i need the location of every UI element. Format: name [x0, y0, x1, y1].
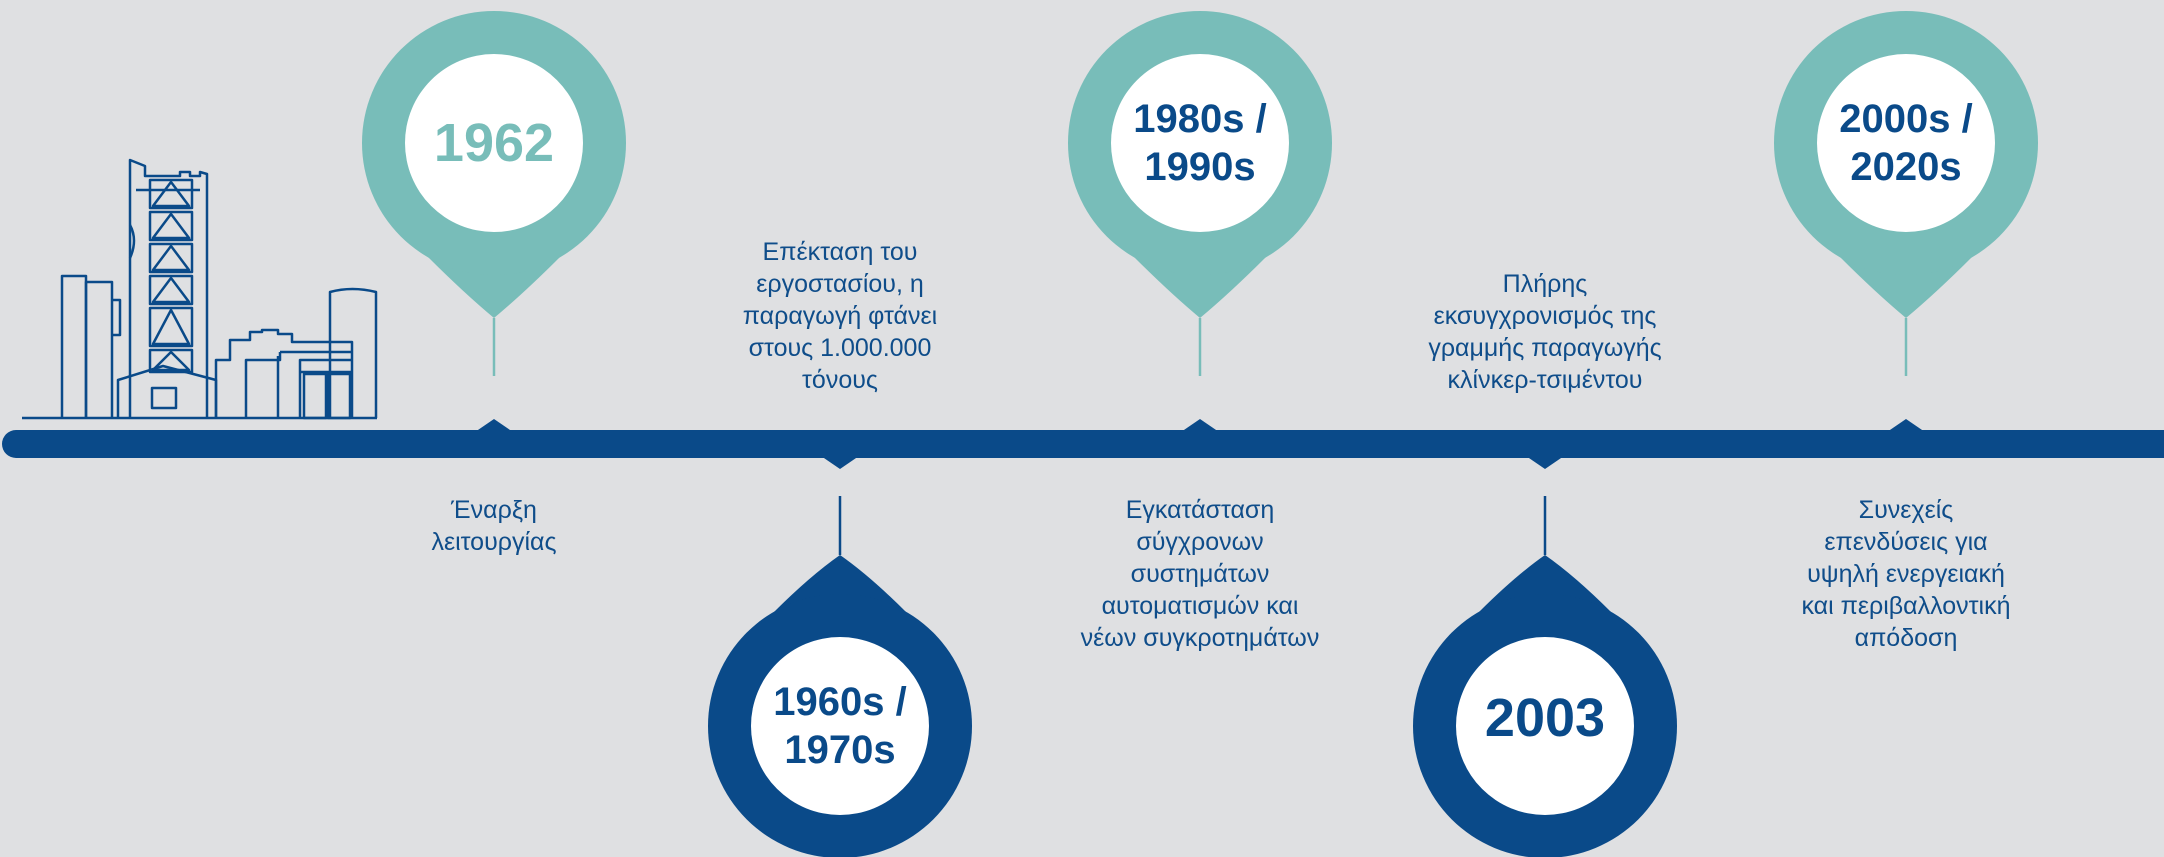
milestone-year: 1980s /1990s [1100, 95, 1300, 191]
milestone-description-line: Έναρξη [451, 496, 537, 524]
pin-tail [1134, 257, 1266, 318]
milestone-description-line: σύγχρονων [1136, 528, 1264, 556]
milestone-description-line: λειτουργίας [431, 528, 557, 556]
milestone-description-line: συστημάτων [1130, 560, 1270, 588]
pin-tail [774, 555, 906, 612]
milestone-description-line: επενδύσεις για [1824, 528, 1988, 556]
milestone-year-line: 1962 [433, 113, 555, 173]
cement-factory-icon [22, 158, 378, 420]
milestone-year-line: 2000s / [1839, 97, 1973, 141]
milestone-year-line: 1990s [1144, 145, 1256, 189]
pin-center [1456, 637, 1634, 815]
milestone-description-line: αυτοματισμών και [1101, 592, 1299, 620]
milestone-description: Επέκταση του εργοστασίου, η παραγωγή φτάνε… [680, 236, 1000, 396]
milestone-year-line: 1960s / [773, 680, 907, 724]
milestone-description-line: παραγωγή φτάνει [742, 302, 938, 330]
milestone-year-line: 2020s [1850, 145, 1962, 189]
milestone-year: 1960s /1970s [740, 678, 940, 774]
timeline-notch [1181, 419, 1219, 432]
milestone-description-line: τόνους [802, 366, 878, 394]
timeline-notch [1526, 456, 1564, 469]
pin-center [751, 637, 929, 815]
timeline-notch [821, 456, 859, 469]
milestone-description-line: Πλήρης [1502, 270, 1588, 298]
milestone-description-line: στους 1.000.000 [748, 334, 932, 362]
pin-center [1111, 54, 1289, 232]
milestone-description-line: εργοστασίου, η [756, 270, 924, 298]
milestone-description-line: Συνεχείς [1858, 496, 1954, 524]
milestone-description-line: Εγκατάσταση [1125, 496, 1275, 524]
milestone-description-line: εκσυγχρονισμός της [1433, 302, 1657, 330]
timeline-notch [1887, 419, 1925, 432]
milestone-year: 2003 [1445, 686, 1645, 750]
milestone-description-line: νέων συγκροτημάτων [1080, 624, 1320, 652]
milestone-description: Εγκατάσταση σύγχρονων συστημάτων αυτοματισμ… [1040, 494, 1360, 654]
milestone-year: 2000s /2020s [1806, 95, 2006, 191]
milestone-description-line: απόδοση [1854, 624, 1958, 652]
pin-tail [428, 257, 560, 318]
milestone-description-line: και περιβαλλοντική [1801, 592, 2011, 620]
milestone-description: Έναρξη λειτουργίας [334, 494, 654, 558]
milestone-description-line: υψηλή ενεργειακή [1807, 560, 2005, 588]
milestone-year-line: 1970s [784, 728, 896, 772]
milestone-description: Πλήρης εκσυγχρονισμός της γραμμής παραγωγή… [1385, 268, 1705, 396]
milestone-year-line: 1980s / [1133, 97, 1267, 141]
pin-tail [1479, 555, 1611, 612]
pin-center [1817, 54, 1995, 232]
timeline-notch [475, 419, 513, 432]
milestone-description: Συνεχείς επενδύσεις για υψηλή ενεργειακή κα… [1746, 494, 2066, 654]
pin-tail [1840, 257, 1972, 318]
milestone-year-line: 2003 [1484, 688, 1606, 748]
milestone-year: 1962 [394, 111, 594, 175]
milestone-description-line: γραμμής παραγωγής [1428, 334, 1662, 362]
milestone-description-line: Επέκταση του [762, 238, 918, 266]
milestone-description-line: κλίνκερ-τσιμέντου [1447, 366, 1643, 394]
pin-center [405, 54, 583, 232]
